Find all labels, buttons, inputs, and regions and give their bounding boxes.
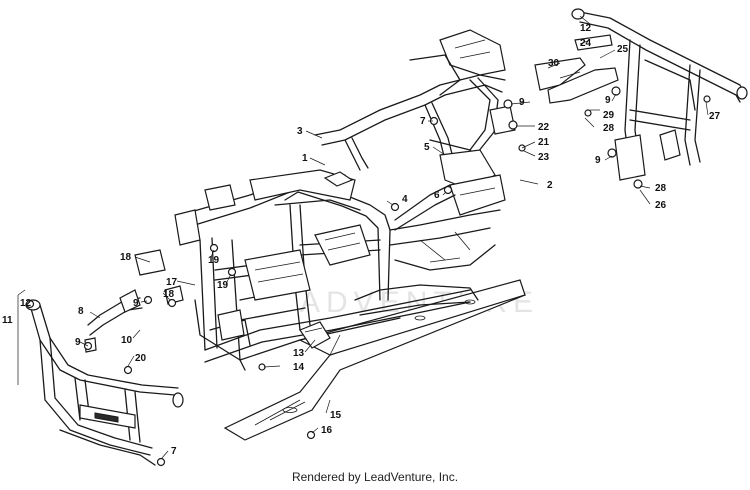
callout-4: 4 (402, 194, 408, 205)
callout-19-a: 19 (208, 255, 220, 266)
callout-9-rear-a: 9 (605, 95, 611, 106)
callout-30: 30 (548, 58, 560, 69)
callout-3: 3 (297, 126, 303, 137)
callout-2: 2 (547, 180, 553, 191)
callout-12-rear: 12 (580, 23, 592, 34)
callout-19-b: 19 (217, 280, 229, 291)
callout-26: 26 (655, 200, 667, 211)
callout-10: 10 (121, 335, 133, 346)
callout-22: 22 (538, 122, 550, 133)
callout-28-b: 28 (655, 183, 667, 194)
callout-15: 15 (330, 410, 342, 421)
rear-bumper (571, 8, 748, 181)
rear-brackets (534, 34, 619, 104)
callout-18-b: 18 (163, 289, 175, 300)
callout-11: 11 (2, 315, 13, 326)
part-13-mount (299, 321, 331, 349)
callout-24: 24 (580, 38, 592, 49)
callout-29: 29 (603, 110, 615, 121)
callout-27: 27 (709, 111, 721, 122)
front-bumper (25, 299, 184, 466)
callout-21: 21 (538, 137, 550, 148)
callout-8: 8 (78, 306, 84, 317)
footer-credit: Rendered by LeadVenture, Inc. (291, 470, 459, 484)
callout-20: 20 (135, 353, 147, 364)
callout-23: 23 (538, 152, 550, 163)
callout-18-a: 18 (120, 252, 132, 263)
callout-28-a: 28 (603, 123, 615, 134)
callout-17: 17 (166, 277, 178, 288)
main-frame (174, 29, 516, 371)
skid-plate (223, 279, 527, 441)
callout-numbers: 12 24 25 30 27 9 29 28 9 28 26 2 22 21 2… (2, 23, 721, 457)
part-2-block (323, 171, 354, 187)
leader-lines (17, 15, 709, 459)
callout-14: 14 (293, 362, 305, 373)
callout-16: 16 (321, 425, 333, 436)
callout-9-rear-b: 9 (595, 155, 601, 166)
callout-9-front-a: 9 (133, 298, 139, 309)
callout-13: 13 (293, 348, 305, 359)
callout-9-front-b: 9 (75, 337, 81, 348)
callout-7-upper: 7 (420, 116, 426, 127)
callout-5: 5 (424, 142, 430, 153)
callout-12-front: 12 (20, 298, 32, 309)
callout-7-lower: 7 (171, 446, 177, 457)
callout-9-mid: 9 (519, 97, 525, 108)
callout-6: 6 (434, 190, 440, 201)
fasteners (25, 86, 711, 467)
callout-25: 25 (617, 44, 629, 55)
callout-1: 1 (302, 153, 308, 164)
